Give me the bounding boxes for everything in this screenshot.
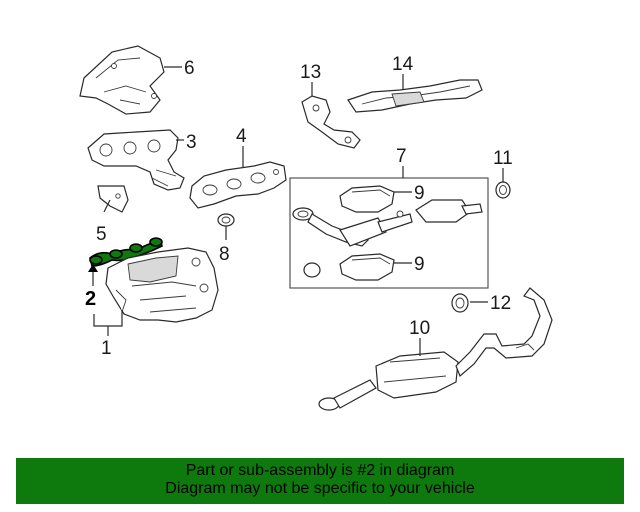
- part-5-bracket[interactable]: [97, 185, 129, 213]
- part-10-muffler-tailpipe[interactable]: [318, 287, 553, 411]
- callout-3[interactable]: 3: [186, 132, 197, 153]
- assembly-7-box: [289, 177, 489, 289]
- callout-5[interactable]: 5: [96, 224, 107, 245]
- callout-10[interactable]: 10: [409, 318, 430, 339]
- part-12-hanger[interactable]: [451, 293, 469, 313]
- callout-8[interactable]: 8: [219, 244, 230, 265]
- callout-7[interactable]: 7: [396, 146, 407, 167]
- part-14-heat-shield[interactable]: [347, 79, 483, 113]
- part-6-heat-shield[interactable]: [79, 45, 165, 115]
- notice-line-2: Diagram may not be specific to your vehi…: [165, 480, 475, 497]
- part-9-catalytic-converter-upper[interactable]: [339, 185, 395, 213]
- callout-9-lower[interactable]: 9: [414, 254, 425, 275]
- callout-14[interactable]: 14: [392, 54, 414, 75]
- callout-13[interactable]: 13: [300, 62, 321, 83]
- part-4-gasket[interactable]: [189, 161, 287, 209]
- part-9-catalytic-converter-lower[interactable]: [303, 253, 395, 281]
- callout-1[interactable]: 1: [101, 338, 112, 359]
- part-1-manifold-converter[interactable]: [105, 247, 219, 323]
- parts-diagram: 6 3 5 4 8 2: [79, 45, 553, 411]
- leader-1-bracket: [93, 310, 123, 327]
- callout-9-upper[interactable]: 9: [414, 183, 425, 204]
- notice-banner: Part or sub-assembly is #2 in diagram Di…: [16, 458, 624, 504]
- part-13-bracket[interactable]: [301, 95, 361, 149]
- notice-line-1: Part or sub-assembly is #2 in diagram: [185, 462, 455, 479]
- part-7-front-pipe[interactable]: [292, 199, 483, 247]
- leader-5: [103, 199, 111, 213]
- callout-6[interactable]: 6: [184, 58, 195, 79]
- arrow-2-icon: [88, 264, 98, 272]
- part-8-ring[interactable]: [217, 213, 235, 227]
- part-2-highlighted-gasket[interactable]: [89, 237, 163, 267]
- callout-12[interactable]: 12: [490, 293, 511, 314]
- callout-11[interactable]: 11: [493, 148, 513, 169]
- part-11-ring[interactable]: [495, 181, 511, 199]
- callout-4[interactable]: 4: [236, 126, 247, 147]
- part-3-exhaust-manifold[interactable]: [87, 129, 185, 191]
- callout-2[interactable]: 2: [85, 288, 96, 310]
